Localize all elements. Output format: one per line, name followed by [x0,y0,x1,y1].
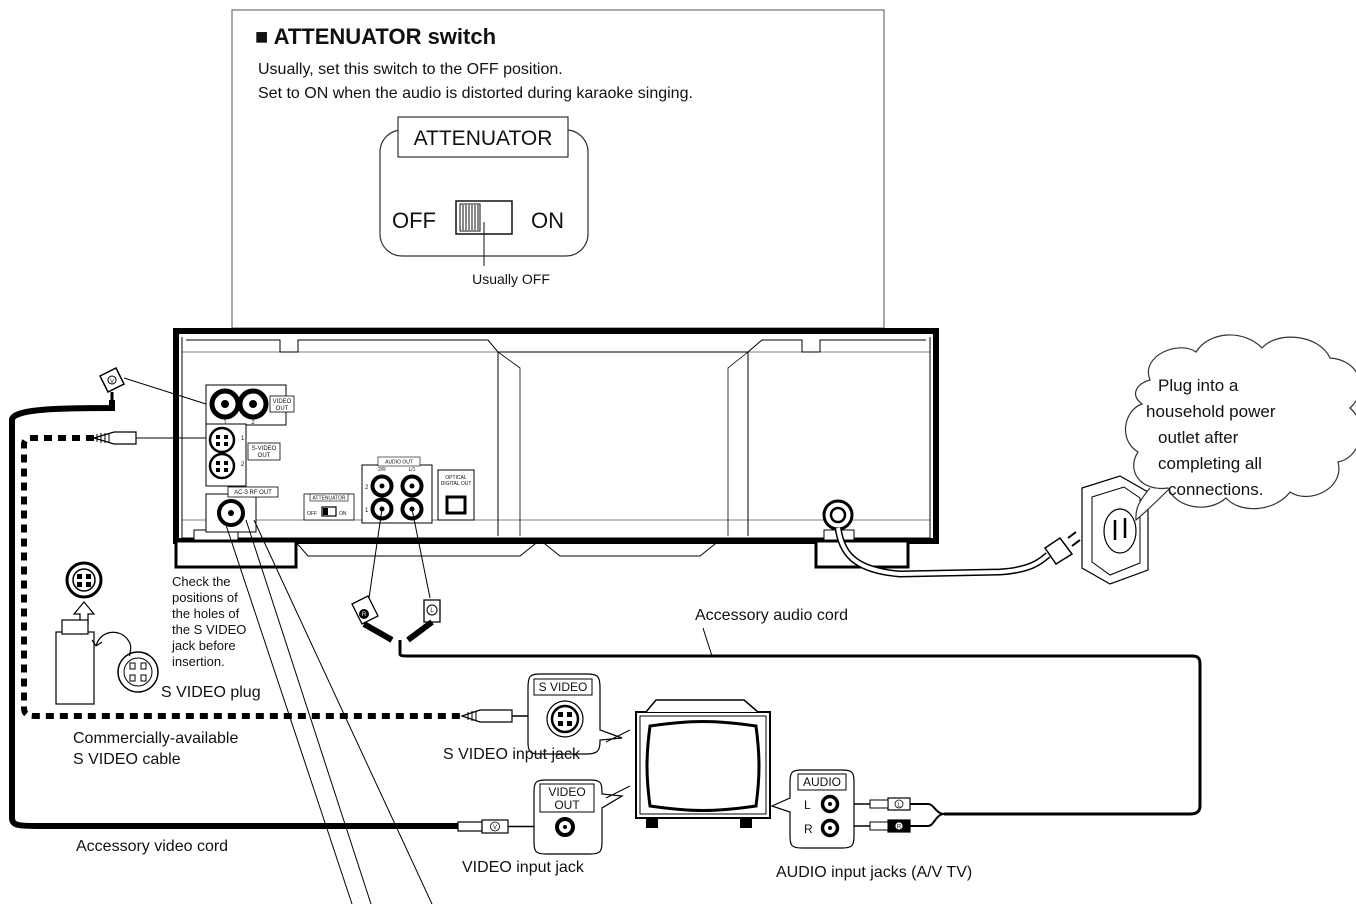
svg-text:connections.: connections. [1168,480,1263,499]
television [635,699,771,828]
svg-text:R: R [804,822,813,836]
svg-text:OUT: OUT [276,406,289,412]
svideo-plug-detail [55,561,159,705]
attenuator-callout: ■ ATTENUATOR switch Usually, set this sw… [231,9,885,329]
wall-outlet [1081,475,1149,585]
svg-text:R: R [362,612,367,618]
audio-cord-label: Accessory audio cord [695,607,848,624]
svg-text:Plug into a: Plug into a [1158,376,1239,395]
switch-panel-label: ATTENUATOR [414,127,553,150]
svideo-cable-label-1: Commercially-available [73,730,238,747]
video-input-label: VIDEO input jack [462,859,585,876]
ac3-leader-lines [225,519,433,904]
svg-text:VIDEO: VIDEO [548,785,585,799]
svg-text:R: R [897,825,902,831]
svideo-input-label: S VIDEO input jack [443,746,581,763]
svg-text:2: 2 [365,485,369,491]
svg-text:OPTICAL: OPTICAL [445,475,467,481]
audio-input-label: AUDIO input jacks (A/V TV) [776,864,972,881]
tv-video-jack: VIDEO OUT [533,779,624,855]
attenuator-switch-small: ATTENUATOR OFF ON [303,493,355,521]
tv-svideo-jack: S VIDEO [527,673,623,755]
svg-text:2: 2 [241,462,245,468]
switch-knob [459,203,481,232]
switch-off-label: OFF [392,208,436,233]
svg-text:S VIDEO: S VIDEO [539,680,588,694]
svg-text:household power: household power [1146,402,1276,421]
svg-text:ON: ON [339,511,347,517]
svg-text:the holes of: the holes of [172,606,240,621]
player-rear-panel: VIDEO OUT 1 2 1 2 S-VIDEO OUT AC-3 R [173,328,939,569]
svg-text:AUDIO OUT: AUDIO OUT [385,460,413,466]
video-cord-label: Accessory video cord [76,838,228,855]
callout-line-1: Usually, set this switch to the OFF posi… [258,61,563,78]
svideo-cable [21,431,540,723]
svideo-out-jacks: 1 2 S-VIDEO OUT [205,423,281,487]
callout-line-2: Set to ON when the audio is distorted du… [258,85,693,102]
svg-text:L/1: L/1 [409,467,416,473]
svg-text:1: 1 [223,420,227,426]
svg-text:OFF: OFF [307,511,317,517]
svg-text:AUDIO: AUDIO [803,775,841,789]
svg-text:1: 1 [365,508,369,514]
svg-text:V: V [493,825,497,831]
svg-text:V: V [110,379,114,385]
power-cord-grommet [822,499,854,531]
power-note-cloud: Plug into a household power outlet after… [1124,334,1356,522]
video-cord: V V [9,366,542,834]
svg-text:the S VIDEO: the S VIDEO [172,622,246,637]
svg-text:OUT: OUT [258,453,271,459]
svg-text:L: L [897,803,901,809]
video-out-jacks: VIDEO OUT 1 2 [205,384,295,426]
svg-text:ATTENUATOR: ATTENUATOR [312,496,345,502]
svg-text:DIGITAL OUT: DIGITAL OUT [441,481,472,487]
svg-text:L: L [804,798,811,812]
usually-off-label: Usually OFF [472,271,550,287]
svg-text:Check the: Check the [172,574,231,589]
switch-on-label: ON [531,208,564,233]
svg-text:AC-3 RF OUT: AC-3 RF OUT [234,490,272,496]
svg-text:2/R: 2/R [378,467,386,473]
callout-title: ■ ATTENUATOR switch [255,24,496,49]
svideo-plug-label: S VIDEO plug [161,684,261,701]
svg-text:outlet after: outlet after [1158,428,1239,447]
power-cord [834,527,1081,578]
audio-cord: R L L R [351,508,1202,833]
svg-text:L: L [430,608,434,614]
svideo-note: Check the positions of the holes of the … [171,574,246,669]
tv-audio-jacks: AUDIO L R [770,769,855,849]
audio-out-jacks: AUDIO OUT 2/R L/1 2 1 [361,456,433,524]
optical-digital-out: OPTICAL DIGITAL OUT [437,469,475,521]
svg-text:insertion.: insertion. [172,654,225,669]
svg-text:2: 2 [251,420,255,426]
svg-text:positions of: positions of [172,590,238,605]
svg-text:OUT: OUT [554,798,580,812]
svg-text:completing all: completing all [1158,454,1262,473]
svideo-cable-label-2: S VIDEO cable [73,751,181,768]
svg-text:1: 1 [241,436,245,442]
svg-text:jack before: jack before [171,638,236,653]
svg-text:VIDEO: VIDEO [273,399,292,405]
svg-text:S-VIDEO: S-VIDEO [252,446,277,452]
